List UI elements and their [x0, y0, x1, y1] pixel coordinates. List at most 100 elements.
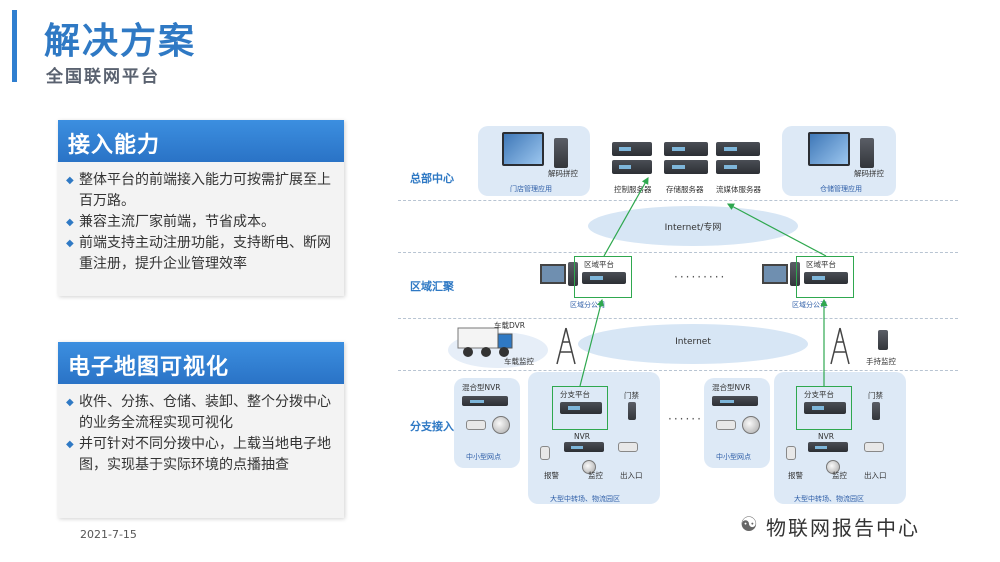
- access-control-label: 门禁: [624, 391, 639, 400]
- branch-platform-label: 分支平台: [804, 390, 834, 399]
- nvr-label: NVR: [818, 432, 834, 441]
- page-title: 解决方案: [44, 21, 197, 62]
- nvr-hybrid-label: 混合型NVR: [462, 383, 501, 392]
- region-platform-label: 区域平台: [806, 260, 836, 269]
- bullet-item: 收件、分拣、仓储、装卸、整个分拨中心的业务全流程实现可视化: [66, 392, 336, 434]
- date-label: 2021-7-15: [80, 528, 137, 541]
- region-platform-highlight: [796, 256, 854, 298]
- entrance-label: 出入口: [620, 471, 643, 480]
- storage-server-icon: [664, 142, 708, 156]
- branch-platform-highlight: [552, 386, 608, 430]
- row-label-branch: 分支接入: [410, 420, 454, 433]
- access-control-icon: [872, 402, 880, 420]
- map-visualization-card: 电子地图可视化 收件、分拣、仓储、装卸、整个分拨中心的业务全流程实现可视化 并可…: [58, 342, 344, 518]
- nvr-hybrid-label: 混合型NVR: [712, 383, 751, 392]
- branch-platform-label: 分支平台: [560, 390, 590, 399]
- region-caption: 区域分公司: [570, 301, 605, 309]
- monitor-label: 监控: [588, 471, 603, 480]
- internet-cloud: [588, 206, 798, 246]
- alarm-label: 报警: [788, 471, 803, 480]
- nvr-icon: [712, 396, 758, 406]
- server-label: 流媒体服务器: [716, 185, 761, 194]
- decoder-icon: [860, 138, 874, 168]
- nvr-icon: [564, 442, 604, 452]
- nvr-icon: [462, 396, 508, 406]
- branch-server-icon: [560, 402, 602, 414]
- title-accent-bar: [12, 10, 17, 82]
- ellipsis: ·········: [674, 270, 727, 284]
- access-control-label: 门禁: [868, 391, 883, 400]
- small-site-caption: 中小型网点: [716, 453, 751, 461]
- handheld-label: 手持监控: [866, 357, 896, 366]
- truck-icon: [457, 327, 513, 357]
- connection-lines: [579, 176, 828, 387]
- row-divider: [398, 252, 958, 253]
- cloud-label: Internet/专网: [664, 223, 722, 233]
- alarm-label: 报警: [544, 471, 559, 480]
- large-site-caption: 大型中转场、物流园区: [550, 495, 620, 503]
- bullet-item: 前端支持主动注册功能，支持断电、断网重注册，提升企业管理效率: [66, 233, 336, 275]
- hq-right-device-label: 解码拼控: [854, 169, 884, 178]
- ellipsis: ······: [668, 412, 703, 426]
- vehicle-dvr-label: 车载DVR: [494, 321, 525, 330]
- region-caption: 区域分公司: [792, 301, 827, 309]
- decoder-icon: [554, 138, 568, 168]
- region-platform-label: 区域平台: [584, 260, 614, 269]
- card-title: 电子地图可视化: [58, 342, 344, 384]
- small-site-caption: 中小型网点: [466, 453, 501, 461]
- bullet-item: 并可针对不同分拨中心，上载当地电子地图，实现基于实际环境的点播抽查: [66, 434, 336, 476]
- entrance-label: 出入口: [864, 471, 887, 480]
- camera-icon: [864, 442, 884, 452]
- bullet-item: 整体平台的前端接入能力可按需扩展至上百万路。: [66, 170, 336, 212]
- media-server-icon: [716, 160, 760, 174]
- monitor-icon: [762, 264, 788, 284]
- internet-cloud: [578, 324, 808, 364]
- page-subtitle: 全国联网平台: [46, 67, 160, 87]
- monitor-icon: [540, 264, 566, 284]
- link-arrow: [726, 203, 827, 257]
- row-divider: [398, 370, 958, 371]
- dome-camera-icon: [826, 460, 840, 474]
- nvr-icon: [808, 442, 848, 452]
- access-capability-card: 接入能力 整体平台的前端接入能力可按需扩展至上百万路。 兼容主流厂家前端，节省成…: [58, 120, 344, 296]
- control-server-icon: [612, 160, 652, 174]
- region-server-icon: [804, 272, 848, 284]
- video-wall-icon: [808, 132, 850, 166]
- large-site-panel: [528, 372, 660, 504]
- media-server-icon: [716, 142, 760, 156]
- region-server-icon: [582, 272, 626, 284]
- pc-tower-icon: [790, 262, 800, 286]
- hq-left-caption: 门店管理应用: [510, 185, 552, 193]
- link-arrow: [579, 298, 605, 387]
- camera-icon: [618, 442, 638, 452]
- monitor-label: 监控: [832, 471, 847, 480]
- network-diagram: 总部中心 区域汇聚 分支接入 解码拼控 门店管理应用 控制服务器 存储服务器 流…: [398, 112, 958, 524]
- row-divider: [398, 200, 958, 201]
- camera-icon: [466, 420, 486, 430]
- region-platform-highlight: [574, 256, 632, 298]
- dome-camera-icon: [492, 416, 510, 434]
- branch-platform-highlight: [796, 386, 852, 430]
- row-label-region: 区域汇聚: [410, 280, 454, 293]
- large-site-caption: 大型中转场、物流园区: [794, 495, 864, 503]
- cloud-label: Internet: [675, 337, 711, 347]
- server-label: 存储服务器: [666, 185, 704, 194]
- watermark-text: 物联网报告中心: [766, 516, 920, 540]
- nvr-label: NVR: [574, 432, 590, 441]
- alarm-icon: [540, 446, 550, 460]
- bullet-item: 兼容主流厂家前端，节省成本。: [66, 212, 336, 233]
- row-label-hq: 总部中心: [410, 172, 454, 185]
- alarm-icon: [786, 446, 796, 460]
- cell-tower-icon: [556, 327, 576, 365]
- vehicle-monitor-label: 车载监控: [504, 357, 534, 366]
- handheld-icon: [878, 330, 888, 350]
- hq-right-caption: 仓储管理应用: [820, 185, 862, 193]
- access-control-icon: [628, 402, 636, 420]
- dome-camera-icon: [582, 460, 596, 474]
- cell-tower-icon: [830, 327, 850, 365]
- storage-server-icon: [664, 160, 708, 174]
- row-divider: [398, 318, 958, 319]
- hq-left-device-label: 解码拼控: [548, 169, 578, 178]
- video-wall-icon: [502, 132, 544, 166]
- link-arrow: [603, 176, 649, 257]
